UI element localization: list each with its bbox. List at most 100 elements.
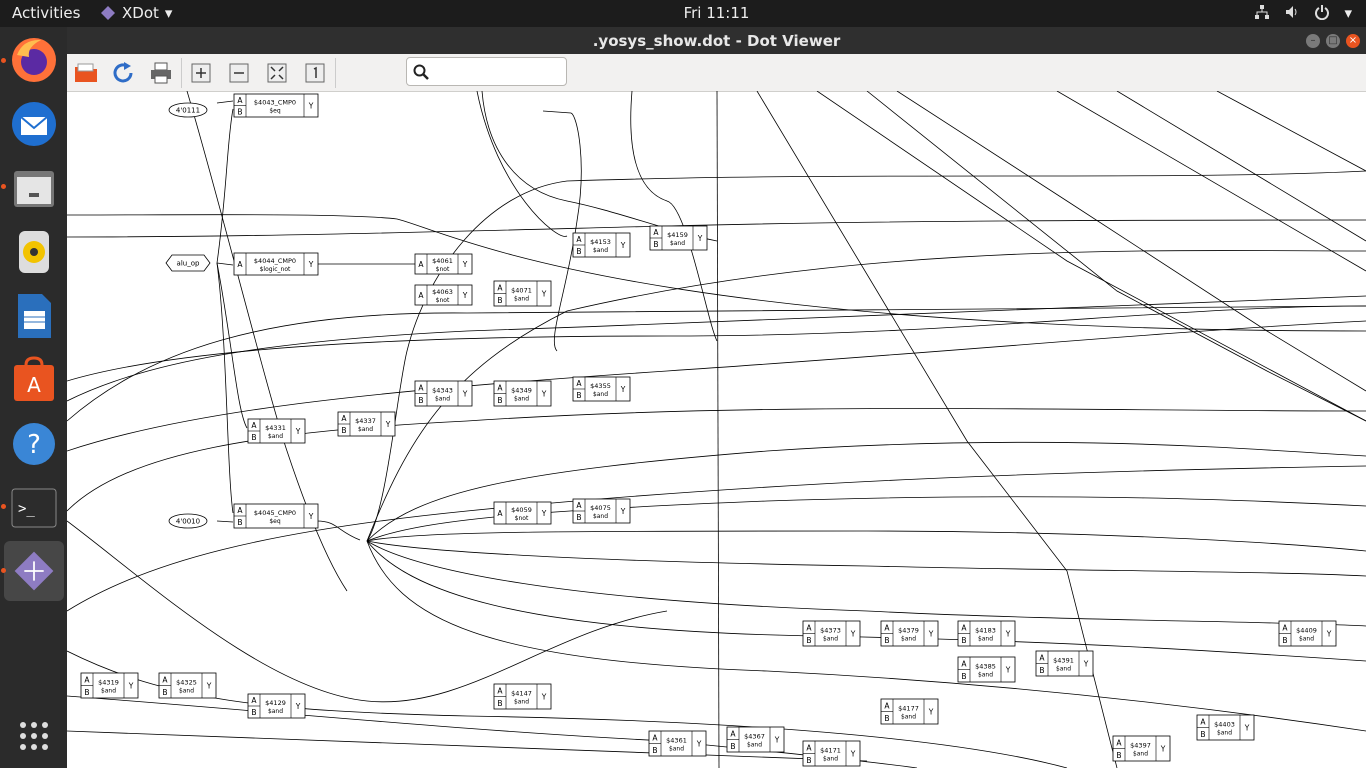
help-icon: ?	[13, 423, 55, 465]
cell-pin-label: A	[961, 659, 967, 668]
thunderbird-icon	[12, 102, 56, 146]
graph-cell[interactable]: ABY$4043_CMP0$eq	[233, 93, 319, 118]
cell-id-label: $4319	[98, 679, 119, 687]
cell-pin-label: A	[730, 729, 736, 738]
cell-type-label: $and	[514, 296, 529, 303]
cell-pin-label: A	[497, 283, 503, 292]
dock-firefox[interactable]	[4, 30, 64, 90]
app-menu[interactable]: XDot ▾	[100, 4, 172, 22]
graph-cell[interactable]: ABY$4319$and	[80, 672, 139, 699]
graph-cell[interactable]: ABY$4409$and	[1278, 620, 1337, 647]
cell-pin-label: A	[237, 260, 243, 269]
graph-cell[interactable]: ABY$4325$and	[158, 672, 217, 699]
graph-cell[interactable]: ABY$4403$and	[1196, 714, 1255, 741]
graph-cell[interactable]: ABY$4183$and	[957, 620, 1016, 647]
graph-cell[interactable]: ABY$4129$and	[247, 693, 306, 719]
cell-id-label: $4355	[590, 382, 611, 390]
minimize-button[interactable]: –	[1306, 34, 1320, 48]
reload-button[interactable]	[111, 61, 135, 85]
graph-cell[interactable]: ABY$4343$and	[414, 380, 473, 407]
cell-pin-label: B	[730, 742, 735, 751]
activities-button[interactable]: Activities	[12, 4, 81, 22]
window-title: .yosys_show.dot - Dot Viewer	[592, 32, 841, 50]
zoom-out-button[interactable]	[227, 61, 251, 85]
graph-cell[interactable]: ABY$4373$and	[802, 620, 861, 647]
system-tray[interactable]: ▾	[1254, 4, 1352, 22]
graph-cell[interactable]: ABY$4045_CMP0$eq	[233, 503, 319, 529]
graph-cell[interactable]: ABY$4337$and	[337, 411, 396, 437]
cell-output-label: Y	[928, 630, 934, 639]
dock-software[interactable]: A	[4, 350, 64, 410]
cell-type-label: $logic_not	[260, 266, 291, 273]
graph-cell[interactable]: ABY$4385$and	[957, 656, 1016, 683]
cell-pin-label: A	[1200, 717, 1206, 726]
cell-id-label: $4331	[265, 424, 286, 432]
graph-cell[interactable]: ABY$4159$and	[649, 225, 708, 251]
cell-id-label: $4397	[1130, 742, 1151, 750]
graph-cell[interactable]: ABY$4147$and	[493, 683, 552, 710]
dock-terminal[interactable]: >_	[4, 478, 64, 538]
show-applications-button[interactable]	[4, 706, 64, 766]
graph-ellipses: 4'0111 alu_op 4'0010	[165, 102, 211, 529]
zoom-fit-button[interactable]	[265, 61, 289, 85]
graph-cell[interactable]: ABY$4367$and	[726, 726, 785, 753]
cell-type-label: $and	[901, 714, 916, 721]
search-icon	[413, 64, 429, 80]
graph-cell[interactable]: ABY$4331$and	[247, 418, 306, 444]
graph-cell[interactable]: ABY$4177$and	[880, 698, 939, 725]
graph-cell[interactable]: ABY$4171$and	[802, 740, 861, 767]
graph-cell[interactable]: ABY$4355$and	[572, 376, 631, 402]
search-input[interactable]	[435, 62, 565, 83]
search-field[interactable]	[406, 57, 567, 86]
cell-id-label: $4044_CMP0	[254, 257, 296, 265]
dock-rhythmbox[interactable]	[4, 222, 64, 282]
maximize-button[interactable]: □	[1326, 34, 1340, 48]
cell-type-label: $and	[435, 396, 450, 403]
window-titlebar[interactable]: .yosys_show.dot - Dot Viewer – □ ×	[67, 27, 1366, 54]
cell-id-label: $4129	[265, 699, 286, 707]
cell-pin-label: A	[1039, 653, 1045, 662]
graph-cell[interactable]: ABY$4071$and	[493, 280, 552, 307]
dock-thunderbird[interactable]	[4, 94, 64, 154]
dock-help[interactable]: ?	[4, 414, 64, 474]
cell-id-label: $4385	[975, 663, 996, 671]
cell-pin-label: B	[653, 240, 658, 249]
cell-pin-label: A	[341, 414, 347, 423]
cell-pin-label: B	[1039, 666, 1044, 675]
open-button[interactable]	[74, 61, 98, 85]
graph-cell[interactable]: ABY$4075$and	[572, 498, 631, 524]
cell-output-label: Y	[541, 693, 547, 702]
xdot-icon	[14, 551, 54, 591]
cell-pin-label: B	[251, 433, 256, 442]
dock-files[interactable]	[4, 158, 64, 218]
cell-output-label: Y	[1005, 630, 1011, 639]
dock-xdot[interactable]	[4, 541, 64, 601]
cell-id-label: $4183	[975, 627, 996, 635]
print-button[interactable]	[149, 61, 173, 85]
graph-port-node[interactable]: 4'0010	[168, 513, 208, 529]
graph-cell[interactable]: ABY$4361$and	[648, 730, 707, 757]
cell-id-label: $4159	[667, 231, 688, 239]
zoom-100-button[interactable]	[303, 61, 327, 85]
graph-cell[interactable]: ABY$4397$and	[1112, 735, 1171, 762]
graph-cell[interactable]: ABY$4391$and	[1035, 650, 1094, 677]
cell-id-label: $4153	[590, 238, 611, 246]
graph-port-node[interactable]: 4'0111	[168, 102, 208, 118]
zoom-in-button[interactable]	[189, 61, 213, 85]
svg-text:A: A	[27, 373, 41, 397]
close-button[interactable]: ×	[1346, 34, 1360, 48]
cell-pin-label: B	[806, 756, 811, 765]
clock[interactable]: Fri 11:11	[683, 4, 750, 22]
graph-cell[interactable]: ABY$4153$and	[572, 232, 631, 258]
dock-writer[interactable]	[4, 286, 64, 346]
cell-type-label: $eq	[269, 108, 281, 115]
graph-port-node[interactable]: alu_op	[165, 254, 211, 272]
graph-cell[interactable]: ABY$4379$and	[880, 620, 939, 647]
cell-pin-label: B	[961, 636, 966, 645]
graph-cell[interactable]: ABY$4349$and	[493, 380, 552, 407]
